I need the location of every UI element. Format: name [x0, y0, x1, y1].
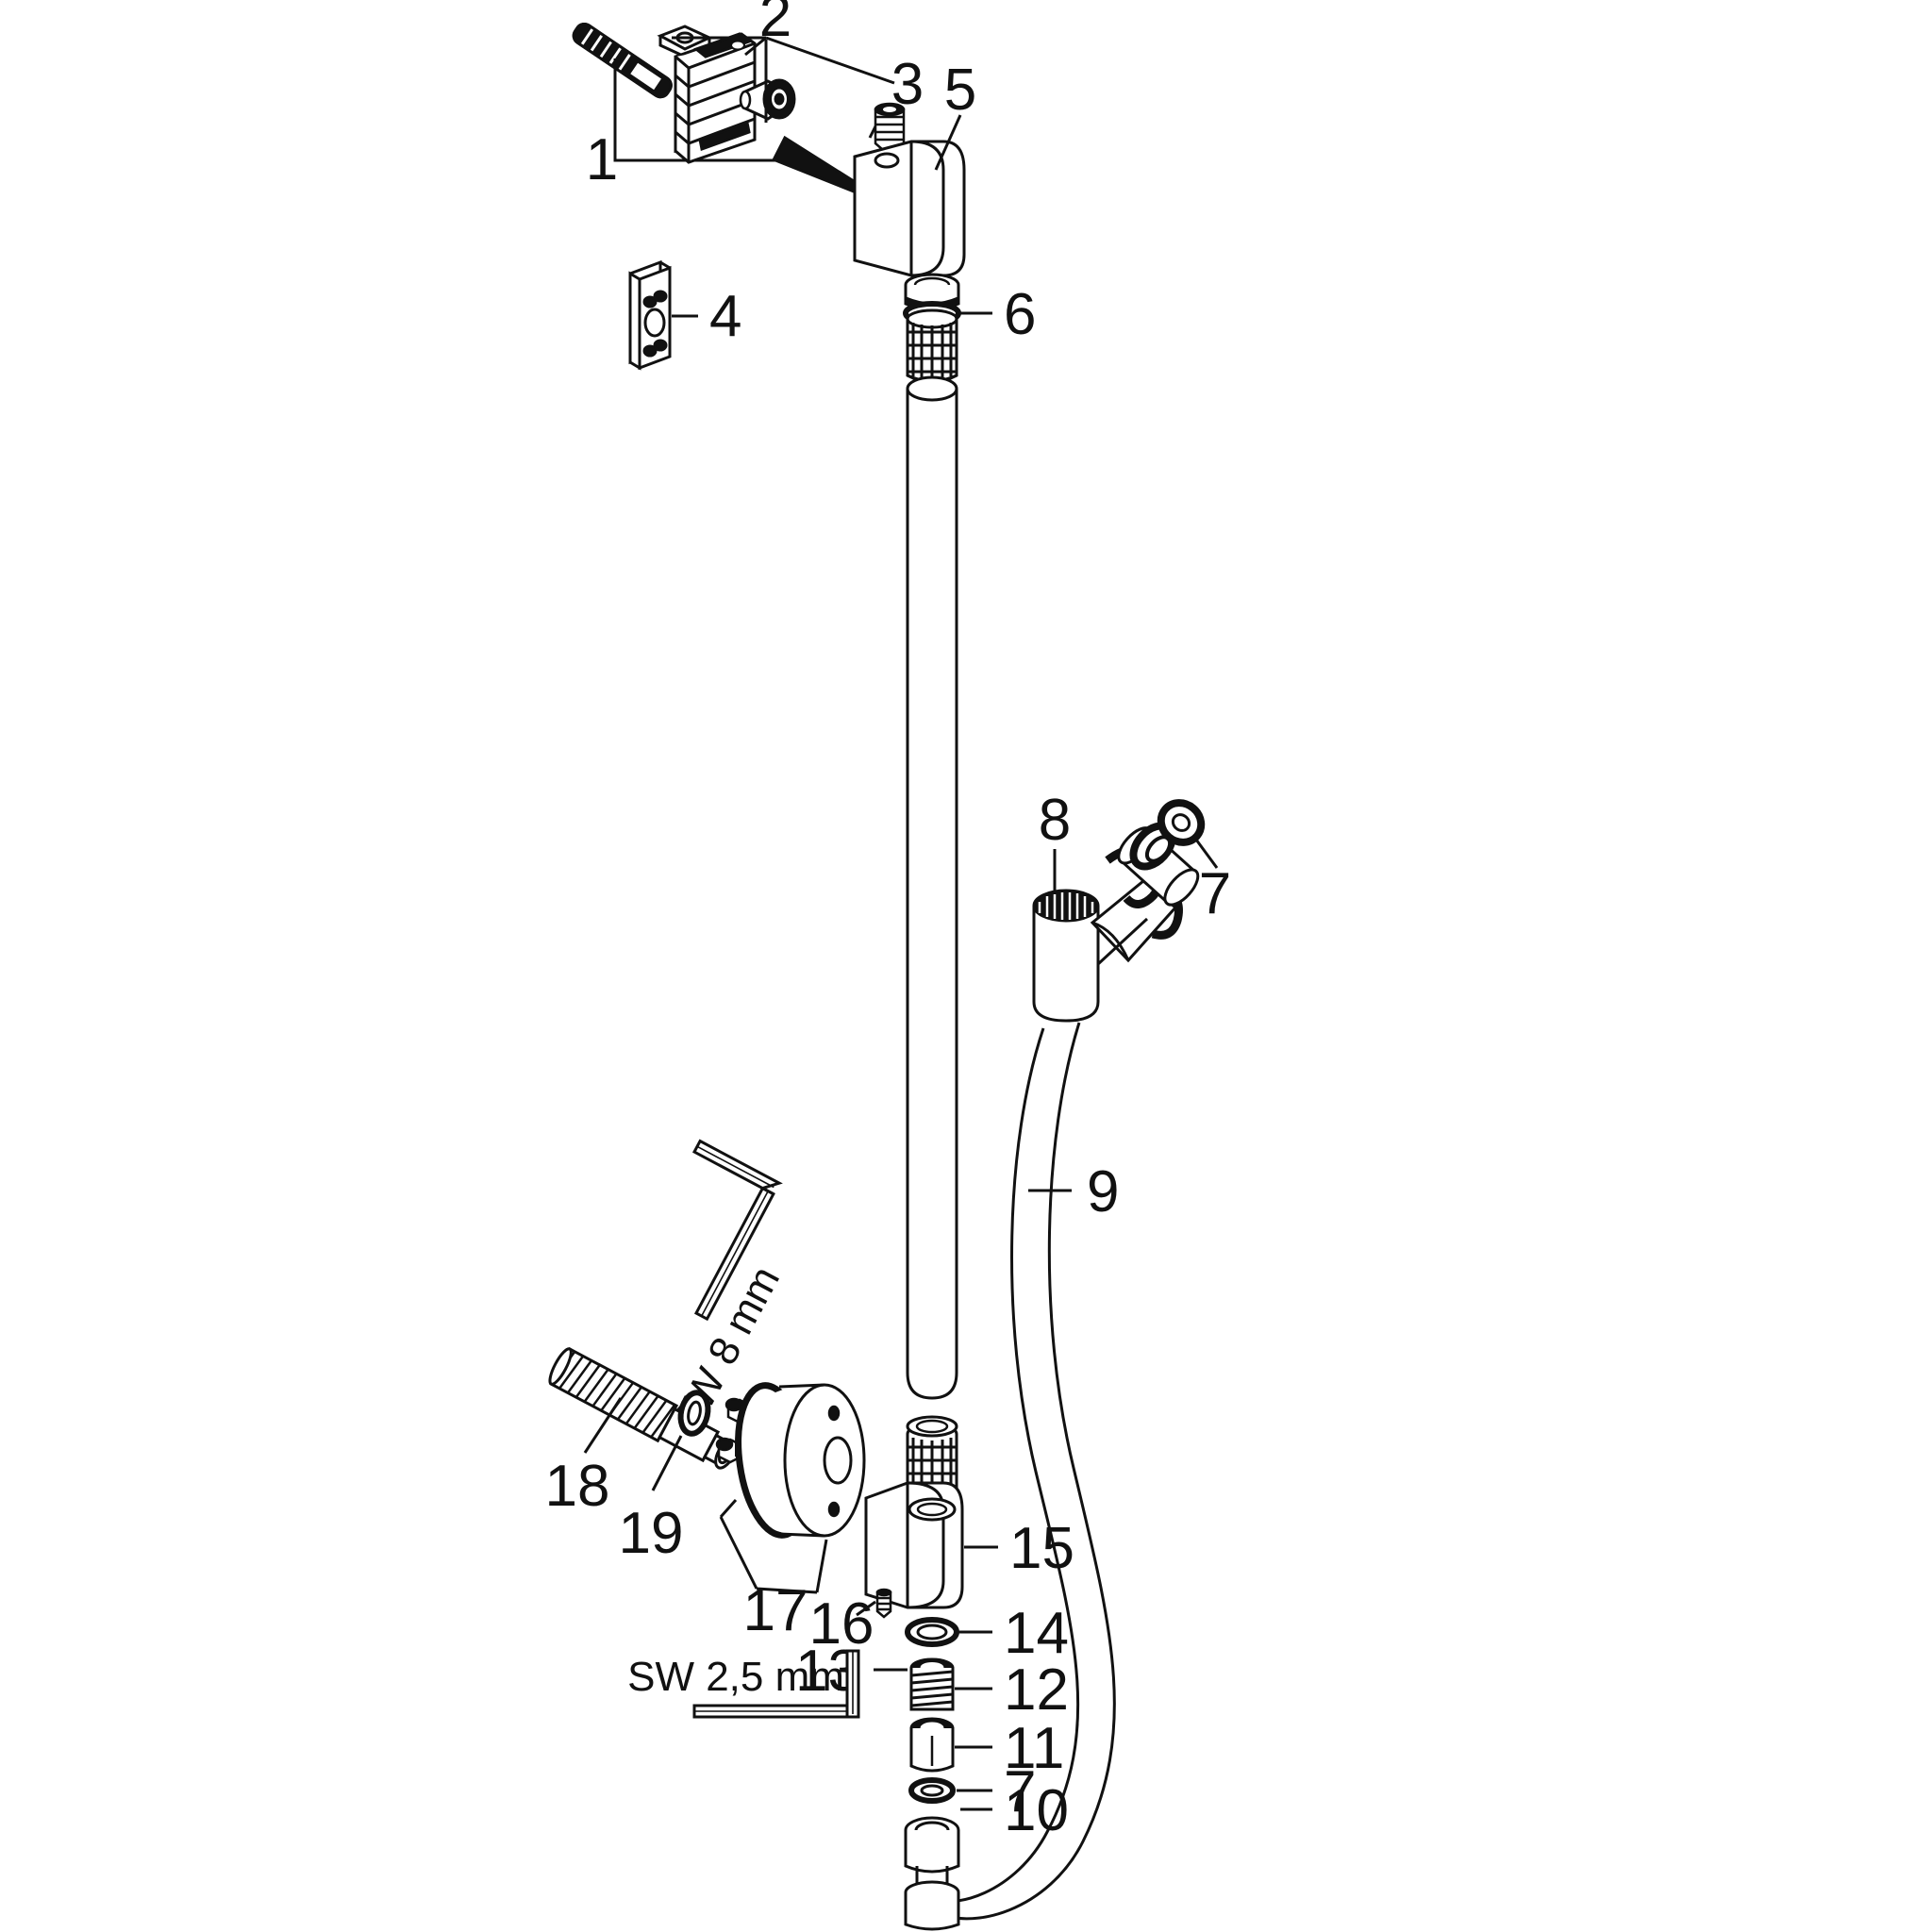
leader-19 — [651, 1435, 683, 1491]
tool-allen-key-8mm — [691, 1139, 783, 1322]
callout-label-6: 6 — [1004, 282, 1036, 347]
part-hose-nut-10 — [904, 1816, 960, 1931]
part-cap-screw — [739, 78, 796, 121]
callout-label-5: 5 — [944, 58, 976, 123]
callout-label-19: 19 — [619, 1501, 684, 1566]
part-fixing-block — [674, 32, 757, 164]
leader-16 — [856, 1600, 876, 1617]
callout-label-15: 15 — [1009, 1516, 1074, 1581]
callout-label-12: 12 — [1004, 1657, 1069, 1723]
callout-label-17: 17 — [743, 1578, 808, 1643]
tool-allen-key-2-5mm — [692, 1649, 860, 1719]
part-o-ring-upper — [1157, 799, 1206, 846]
part-threaded-nipple — [909, 1657, 955, 1711]
part-shower-holder — [1032, 822, 1200, 1023]
callout-label-7-lower: 7 — [1004, 1759, 1036, 1824]
part-flat-seal-ring — [677, 1390, 711, 1437]
part-upper-bracket — [853, 140, 966, 277]
leader-1 — [613, 58, 792, 162]
callout-label-14: 14 — [1004, 1601, 1069, 1666]
callout-label-10: 10 — [1004, 1778, 1069, 1843]
callout-label-1: 1 — [586, 127, 618, 192]
part-shower-hose — [919, 1022, 1116, 1921]
leader-5 — [934, 114, 962, 171]
part-escutcheon-screws — [715, 1382, 866, 1539]
callout-label-18: 18 — [545, 1454, 610, 1519]
tool-label-sw2-5: SW 2,5 mm — [627, 1654, 844, 1700]
callout-label-9: 9 — [1087, 1159, 1119, 1224]
part-wall-plug — [572, 22, 673, 99]
part-set-screw — [875, 1588, 892, 1619]
callout-label-4: 4 — [709, 284, 741, 349]
part-upper-connector — [903, 273, 961, 384]
part-o-ring-lower — [908, 1777, 956, 1804]
callout-label-7-upper: 7 — [1199, 861, 1231, 926]
leader-18 — [583, 1397, 623, 1454]
leader-2 — [672, 36, 768, 123]
callout-label-11: 11 — [1004, 1716, 1064, 1781]
leader-17 — [719, 1499, 828, 1594]
leader-7-upper — [1194, 839, 1219, 869]
part-washer-14 — [905, 1617, 959, 1647]
callout-label-8: 8 — [1039, 788, 1071, 853]
part-mounting-plate — [628, 259, 672, 371]
part-shower-bar — [906, 375, 958, 1400]
part-sleeve-11 — [909, 1717, 955, 1773]
callout-label-16: 16 — [809, 1591, 874, 1657]
part-lower-bracket — [864, 1481, 964, 1609]
